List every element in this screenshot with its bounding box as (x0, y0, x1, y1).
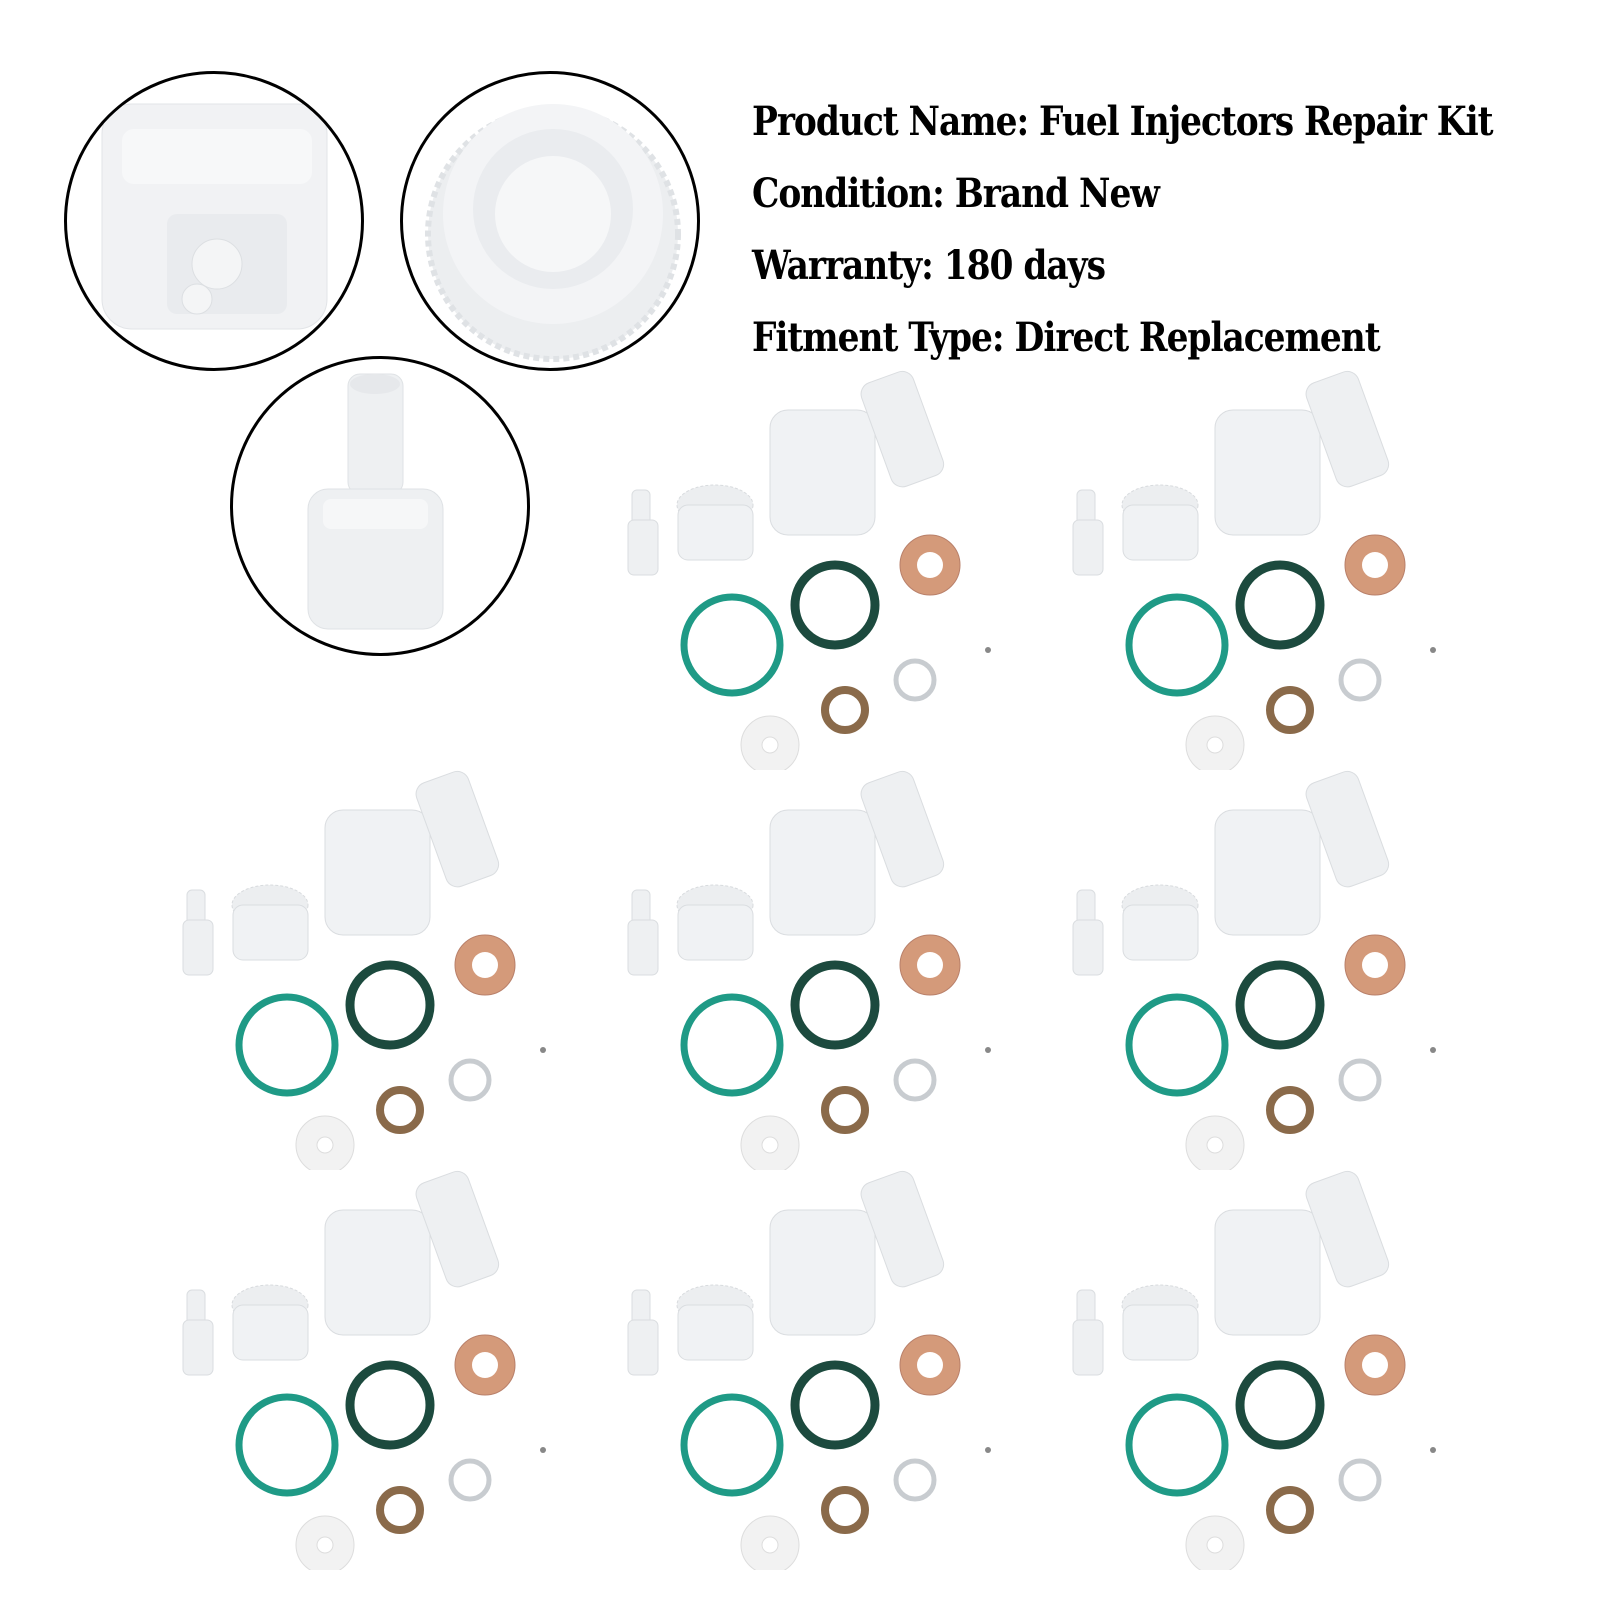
repair-kit-5 (1065, 770, 1445, 1170)
repair-kit-6 (175, 1170, 555, 1570)
spec-fitment-type: Fitment Type: Direct Replacement (752, 314, 1381, 361)
square-cap-closeup (64, 71, 364, 371)
repair-kit-7 (620, 1170, 1000, 1570)
gear-cap-closeup (400, 71, 700, 371)
square-cap-image (101, 103, 328, 330)
nozzle-connector-image (307, 373, 444, 630)
nozzle-connector-closeup (230, 356, 530, 656)
repair-kit-1 (620, 370, 1000, 770)
repair-kit-8 (1065, 1170, 1445, 1570)
spec-warranty: Warranty: 180 days (752, 242, 1106, 289)
spec-condition: Condition: Brand New (752, 170, 1160, 217)
gear-cap-image (425, 104, 681, 362)
repair-kit-3 (175, 770, 555, 1170)
repair-kit-4 (620, 770, 1000, 1170)
spec-product-name: Product Name: Fuel Injectors Repair Kit (752, 98, 1494, 145)
repair-kit-2 (1065, 370, 1445, 770)
